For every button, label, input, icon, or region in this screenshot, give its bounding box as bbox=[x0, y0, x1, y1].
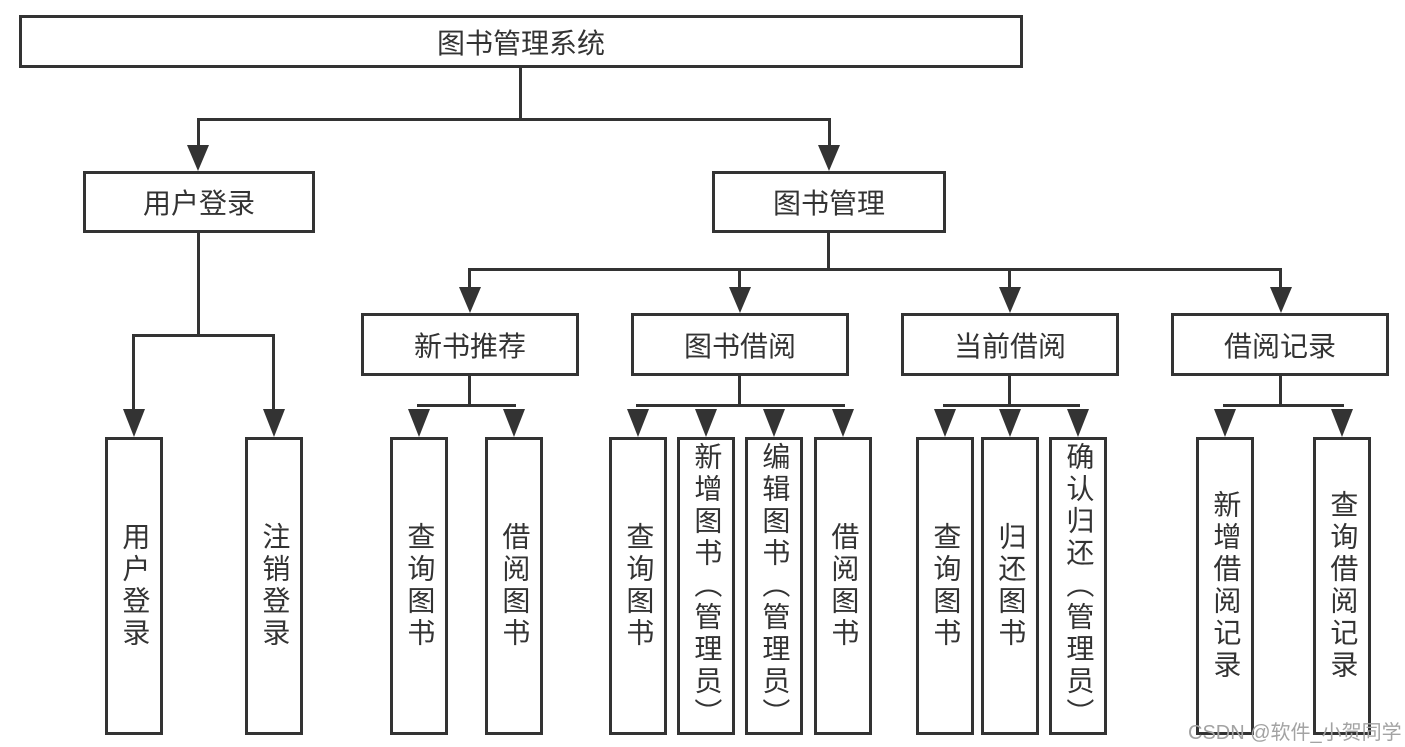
leaf-query-book-recommend: 查询图书 bbox=[390, 437, 448, 735]
connector-line bbox=[132, 334, 135, 412]
connector-line bbox=[738, 268, 741, 290]
connector-line bbox=[417, 404, 516, 407]
leaf-label: 编辑图书（管理员） bbox=[759, 442, 791, 730]
leaf-query-borrow-record: 查询借阅记录 bbox=[1313, 437, 1371, 735]
arrowhead-down-icon bbox=[1214, 409, 1236, 437]
connector-line bbox=[738, 376, 741, 407]
arrowhead-down-icon bbox=[1270, 287, 1292, 313]
connector-line bbox=[1279, 268, 1282, 290]
connector-line bbox=[468, 268, 1282, 271]
connector-line bbox=[468, 376, 471, 407]
node-label: 图书借阅 bbox=[683, 330, 796, 362]
connector-line bbox=[197, 233, 200, 337]
leaf-user-login: 用户登录 bbox=[105, 437, 163, 735]
leaf-query-book-current: 查询图书 bbox=[916, 437, 974, 735]
leaf-label: 查询图书 bbox=[623, 522, 655, 650]
connector-line bbox=[827, 233, 830, 271]
leaf-label: 新增图书（管理员） bbox=[691, 442, 723, 730]
node-borrow-records: 借阅记录 bbox=[1171, 313, 1389, 376]
leaf-borrow-book: 借阅图书 bbox=[814, 437, 872, 735]
connector-line bbox=[197, 118, 200, 148]
arrowhead-down-icon bbox=[1331, 409, 1353, 437]
leaf-label: 查询图书 bbox=[404, 522, 436, 650]
arrowhead-down-icon bbox=[763, 409, 785, 437]
connector-line bbox=[636, 404, 845, 407]
arrowhead-down-icon bbox=[123, 409, 145, 437]
connector-line bbox=[1008, 268, 1011, 290]
node-label: 新书推荐 bbox=[413, 330, 526, 362]
arrowhead-down-icon bbox=[818, 145, 840, 171]
arrowhead-down-icon bbox=[503, 409, 525, 437]
node-label: 图书管理系统 bbox=[436, 27, 605, 59]
arrowhead-down-icon bbox=[408, 409, 430, 437]
node-book-management: 图书管理 bbox=[712, 171, 946, 233]
arrowhead-down-icon bbox=[187, 145, 209, 171]
node-book-borrow: 图书借阅 bbox=[631, 313, 849, 376]
connector-line bbox=[468, 268, 471, 290]
leaf-add-book-admin: 新增图书（管理员） bbox=[677, 437, 735, 735]
arrowhead-down-icon bbox=[729, 287, 751, 313]
leaf-label: 借阅图书 bbox=[828, 522, 860, 650]
connector-line bbox=[1279, 376, 1282, 407]
arrowhead-down-icon bbox=[934, 409, 956, 437]
leaf-label: 新增借阅记录 bbox=[1210, 490, 1242, 682]
arrowhead-down-icon bbox=[695, 409, 717, 437]
node-new-book-recommend: 新书推荐 bbox=[361, 313, 579, 376]
connector-line bbox=[133, 334, 275, 337]
leaf-query-book-borrow: 查询图书 bbox=[609, 437, 667, 735]
connector-line bbox=[272, 334, 275, 412]
leaf-return-book: 归还图书 bbox=[981, 437, 1039, 735]
leaf-label: 归还图书 bbox=[995, 522, 1027, 650]
leaf-logout: 注销登录 bbox=[245, 437, 303, 735]
node-label: 图书管理 bbox=[772, 188, 885, 219]
connector-line bbox=[519, 68, 522, 120]
arrowhead-down-icon bbox=[832, 409, 854, 437]
leaf-edit-book-admin: 编辑图书（管理员） bbox=[745, 437, 803, 735]
connector-line bbox=[943, 404, 1080, 407]
node-label: 用户登录 bbox=[142, 188, 255, 219]
leaf-confirm-return-admin: 确认归还（管理员） bbox=[1049, 437, 1107, 735]
arrowhead-down-icon bbox=[999, 287, 1021, 313]
node-label: 当前借阅 bbox=[953, 330, 1066, 362]
csdn-watermark: CSDN @软件_小贺同学 bbox=[1188, 722, 1402, 744]
leaf-add-borrow-record: 新增借阅记录 bbox=[1196, 437, 1254, 735]
arrowhead-down-icon bbox=[627, 409, 649, 437]
leaf-label: 注销登录 bbox=[259, 522, 291, 650]
arrowhead-down-icon bbox=[1067, 409, 1089, 437]
leaf-label: 查询借阅记录 bbox=[1327, 490, 1359, 682]
connector-line bbox=[197, 118, 831, 121]
node-current-borrow: 当前借阅 bbox=[901, 313, 1119, 376]
leaf-label: 查询图书 bbox=[930, 522, 962, 650]
connector-line bbox=[828, 118, 831, 148]
leaf-borrow-book-recommend: 借阅图书 bbox=[485, 437, 543, 735]
connector-line bbox=[1223, 404, 1344, 407]
node-user-login: 用户登录 bbox=[83, 171, 315, 233]
node-library-system: 图书管理系统 bbox=[19, 15, 1023, 68]
leaf-label: 借阅图书 bbox=[499, 522, 531, 650]
connector-line bbox=[1008, 376, 1011, 407]
leaf-label: 确认归还（管理员） bbox=[1063, 442, 1095, 730]
arrowhead-down-icon bbox=[263, 409, 285, 437]
arrowhead-down-icon bbox=[459, 287, 481, 313]
leaf-label: 用户登录 bbox=[119, 522, 151, 650]
node-label: 借阅记录 bbox=[1223, 330, 1336, 362]
arrowhead-down-icon bbox=[999, 409, 1021, 437]
